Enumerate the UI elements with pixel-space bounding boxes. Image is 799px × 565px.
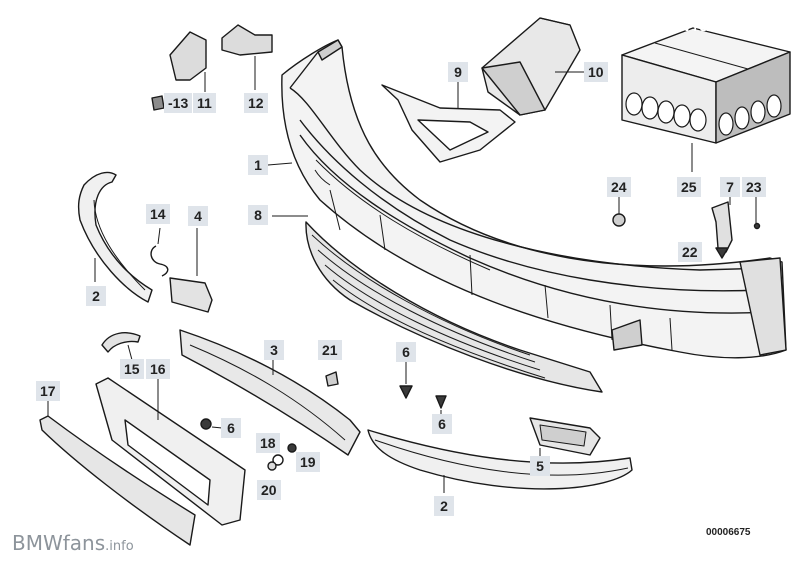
callout-6c: 6: [432, 414, 452, 434]
callout-5: 5: [530, 456, 550, 476]
callout-19: 19: [296, 452, 320, 472]
parts-box: [621, 27, 791, 172]
trim-strip-left: [77, 171, 153, 303]
watermark-top: BMWfans.info: [644, 14, 762, 36]
callout-18: 18: [256, 433, 280, 453]
callout-16: 16: [146, 359, 170, 379]
callout-6a: 6: [221, 418, 241, 438]
nuts-18-19-20: [267, 443, 297, 471]
trim-strip-right: [367, 429, 633, 493]
headlight-frame: [381, 82, 516, 163]
bracket-7: [711, 196, 733, 253]
callout-13: -13: [164, 93, 193, 113]
cover-5: [529, 417, 601, 458]
callout-2-left: 2: [86, 286, 106, 306]
callout-6b: 6: [396, 342, 416, 362]
callout-8: 8: [248, 205, 268, 225]
trim-bar-17: [39, 400, 196, 546]
callout-9: 9: [448, 62, 468, 82]
bumper-shell: [267, 39, 787, 359]
diagram-code: 00006675: [706, 527, 751, 538]
wire-clip-14: [150, 227, 169, 277]
callout-1: 1: [248, 155, 268, 175]
cable-tie-15: [101, 332, 141, 361]
callout-11: 11: [193, 93, 216, 113]
callout-3: 3: [264, 340, 284, 360]
callout-14: 14: [146, 204, 170, 224]
screws-6: [200, 362, 447, 430]
callout-4: 4: [188, 206, 208, 226]
nut-24: [612, 196, 626, 227]
callout-2-right: 2: [434, 496, 454, 516]
callout-7: 7: [720, 177, 740, 197]
bracket-12: [221, 24, 273, 90]
callout-17: 17: [36, 381, 60, 401]
lower-grille: [272, 215, 603, 393]
bracket-11: [169, 31, 207, 92]
pin-23: [753, 196, 761, 230]
callout-20: 20: [257, 480, 281, 500]
plate-holder-16: [95, 377, 246, 526]
clip-21: [325, 371, 339, 387]
callout-15: 15: [120, 359, 144, 379]
reflector-4: [169, 228, 213, 313]
callout-25: 25: [677, 177, 701, 197]
callout-22: 22: [678, 242, 702, 262]
callout-12: 12: [244, 93, 268, 113]
screw-22: [715, 247, 729, 259]
license-bracket-3: [179, 329, 361, 456]
clip-13: [151, 95, 165, 111]
callout-23: 23: [742, 177, 766, 197]
air-duct: [481, 17, 585, 116]
callout-10: 10: [584, 62, 608, 82]
watermark-bottom: BMWfans.info: [12, 531, 134, 555]
callout-21: 21: [318, 340, 342, 360]
callout-24: 24: [607, 177, 631, 197]
